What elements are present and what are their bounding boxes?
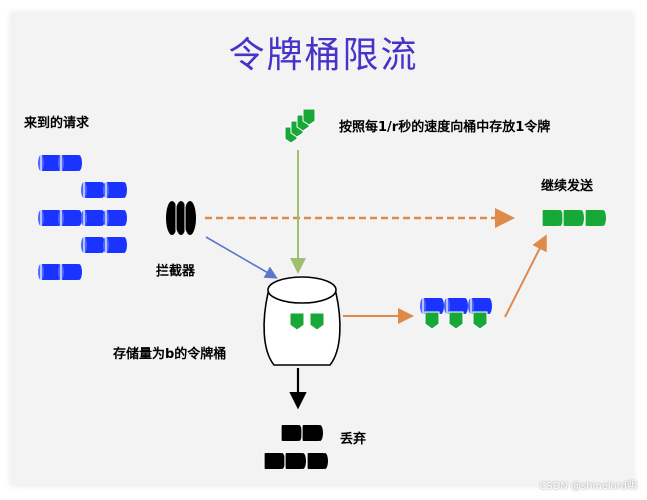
interceptor-icon xyxy=(166,201,196,235)
request-cylinder xyxy=(80,236,106,254)
discarded-cylinder xyxy=(306,452,329,470)
request-cylinder xyxy=(102,236,128,254)
attached-token xyxy=(472,311,488,330)
bucket-capacity-label: 存储量为b的令牌桶 xyxy=(113,347,227,362)
discarded-cylinder xyxy=(280,424,303,442)
intercept-to-bucket-arrow xyxy=(205,236,278,279)
token-rate-label: 按照每1/r秒的速度向桶中存放1令牌 xyxy=(339,120,551,135)
request-cylinder xyxy=(102,209,128,227)
sent-cylinder xyxy=(562,209,585,227)
request-cylinder xyxy=(102,181,128,199)
continue-sending-label: 继续发送 xyxy=(541,179,594,194)
discard-label: 丢弃 xyxy=(340,432,367,447)
discarded-cylinder xyxy=(284,452,307,470)
attached-token xyxy=(448,311,464,330)
request-cylinder xyxy=(57,209,83,227)
attached-token xyxy=(424,311,440,330)
discarded-requests-group xyxy=(263,424,329,470)
interceptor-label: 拦截器 xyxy=(156,264,196,279)
sent-cylinder xyxy=(584,209,607,227)
incoming-requests-group xyxy=(37,154,128,281)
token-bucket xyxy=(263,276,341,366)
request-with-token-group xyxy=(419,297,493,330)
request-cylinder xyxy=(80,181,106,199)
token-source-icon xyxy=(284,108,316,144)
request-cylinder xyxy=(57,263,83,281)
sent-cylinder xyxy=(541,209,564,227)
to-continue-arrow xyxy=(504,234,547,318)
request-cylinder xyxy=(80,209,106,227)
discarded-cylinder xyxy=(263,452,286,470)
incoming-requests-label: 来到的请求 xyxy=(24,116,90,131)
discarded-cylinder xyxy=(301,424,324,442)
watermark: CSDN @shinelord明 xyxy=(539,481,637,492)
continue-sending-group xyxy=(541,209,607,227)
request-cylinder xyxy=(57,154,83,172)
diagram-title: 令牌桶限流 xyxy=(228,35,419,76)
